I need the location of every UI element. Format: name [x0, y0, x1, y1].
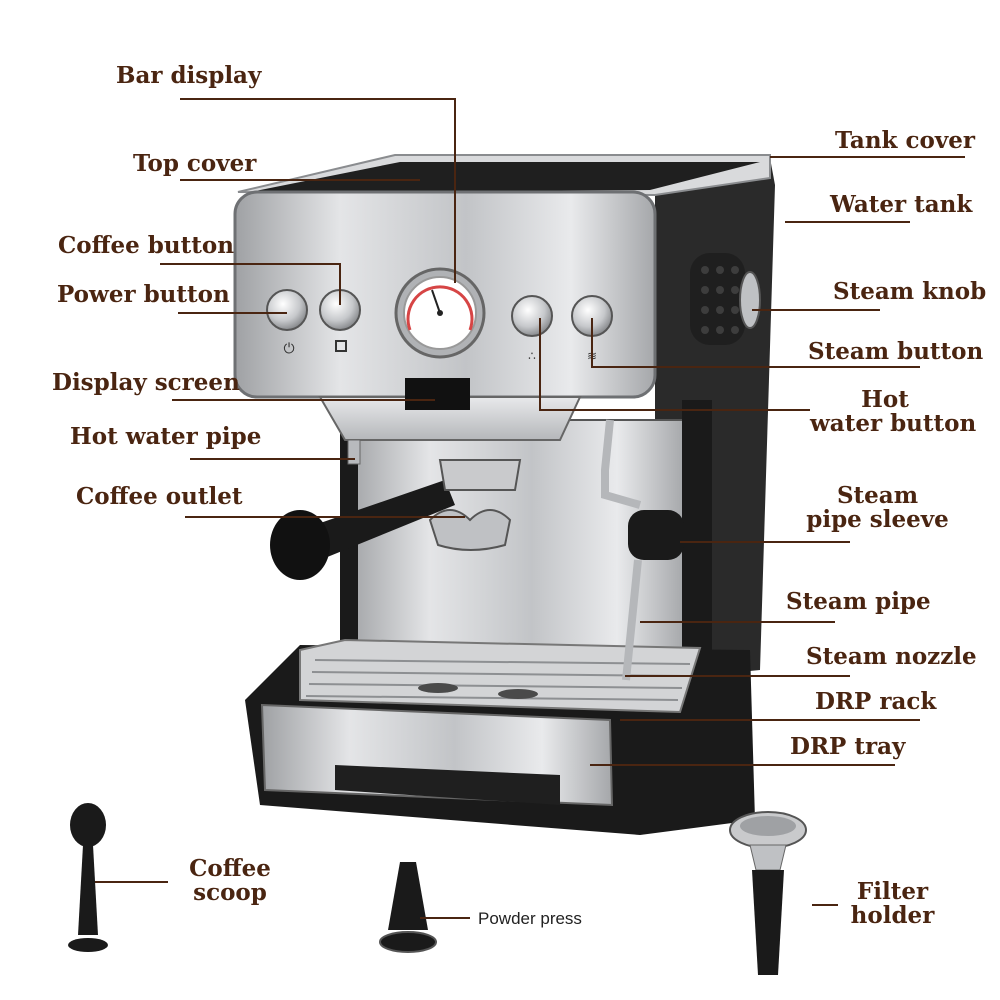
- label-coffee-button: Coffee button: [58, 232, 234, 259]
- svg-text:∴: ∴: [528, 349, 536, 363]
- label-drp-rack: DRP rack: [815, 688, 937, 715]
- machine-body: [233, 154, 775, 835]
- hot-water-button-icon: ∴: [511, 295, 553, 363]
- leader-lines: [95, 98, 965, 919]
- label-steam-pipe: Steam pipe: [786, 588, 931, 615]
- label-steam-nozzle: Steam nozzle: [806, 643, 977, 670]
- label-steam-pipe-sleeve-line1: Steam: [836, 482, 919, 509]
- label-powder-press: Powder press: [478, 909, 582, 928]
- coffee-scoop-icon: [68, 803, 108, 952]
- portafilter-icon: [270, 459, 522, 580]
- label-steam-pipe-sleeve: Steam pipe sleeve: [805, 484, 950, 532]
- label-steam-button: Steam button: [808, 338, 984, 365]
- label-water-tank: Water tank: [830, 191, 973, 218]
- label-coffee-scoop-line1: Coffee: [189, 855, 271, 882]
- filter-holder-icon: [729, 811, 807, 975]
- label-hot-water-button-line2: water button: [810, 410, 977, 437]
- label-steam-knob: Steam knob: [833, 278, 987, 305]
- steam-knob-icon: [660, 253, 761, 345]
- label-display-screen: Display screen: [52, 369, 240, 396]
- label-coffee-outlet: Coffee outlet: [76, 483, 243, 510]
- label-filter-holder-line2: holder: [850, 902, 935, 929]
- label-hot-water-button: Hot water button: [810, 386, 977, 437]
- label-hot-water-pipe: Hot water pipe: [70, 423, 262, 450]
- label-coffee-scoop: Coffee scoop: [180, 857, 280, 905]
- label-filter-holder-line1: Filter: [856, 878, 929, 905]
- pressure-gauge-icon: [394, 267, 486, 359]
- powder-press-icon: [379, 862, 437, 953]
- hot-water-pipe-icon: [347, 439, 361, 465]
- svg-text:⏻: ⏻: [283, 341, 294, 357]
- steam-pipe-icon: [601, 419, 684, 681]
- label-top-cover: Top cover: [133, 150, 257, 177]
- label-drp-tray: DRP tray: [790, 733, 906, 760]
- label-hot-water-button-line1: Hot: [861, 386, 909, 413]
- label-tank-cover: Tank cover: [835, 127, 975, 154]
- power-button-icon: ⏻: [266, 289, 308, 357]
- label-steam-pipe-sleeve-line2: pipe sleeve: [806, 506, 949, 533]
- label-power-button: Power button: [57, 281, 230, 308]
- display-screen-icon: [405, 378, 470, 410]
- label-bar-display: Bar display: [116, 62, 262, 89]
- label-coffee-scoop-line2: scoop: [193, 879, 267, 906]
- label-filter-holder: Filter holder: [845, 880, 940, 928]
